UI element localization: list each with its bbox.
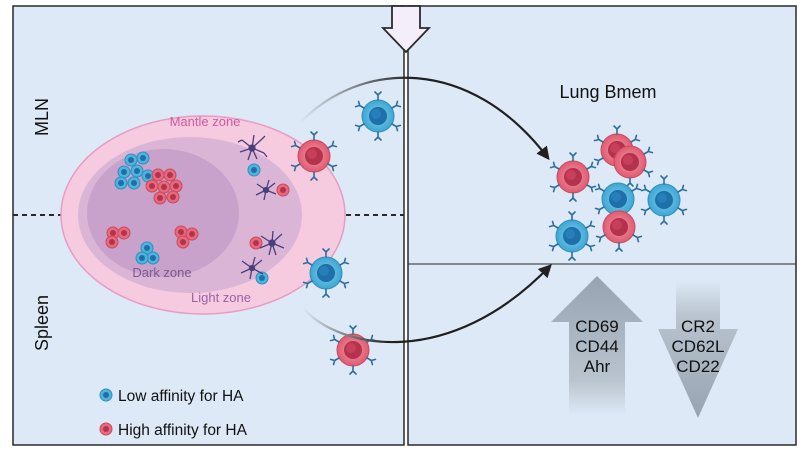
upregulated-arrow-icon bbox=[551, 276, 643, 415]
light-zone-cells bbox=[247, 163, 290, 285]
legend: Low affinity for HA High affinity for HA bbox=[99, 388, 248, 439]
dark-zone-area bbox=[87, 149, 239, 277]
up-marker: Ahr bbox=[584, 357, 611, 376]
down-markers: CR2 CD62L CD22 bbox=[672, 317, 725, 376]
inhalation-arrow-icon bbox=[380, 5, 432, 54]
downregulated-arrow-icon bbox=[658, 281, 738, 418]
label-mantle-zone: Mantle zone bbox=[170, 114, 241, 129]
label-mln: MLN bbox=[32, 98, 52, 136]
migration-arrow-spleen bbox=[302, 264, 552, 344]
gc-blue-cluster-mln bbox=[114, 151, 155, 190]
gc-blue-cluster-spleen bbox=[135, 241, 160, 265]
gc-red-cluster-mln bbox=[145, 168, 183, 205]
down-marker: CD22 bbox=[676, 357, 719, 376]
legend-label-low: Low affinity for HA bbox=[118, 388, 244, 405]
down-marker: CD62L bbox=[672, 337, 725, 356]
up-marker: CD69 bbox=[575, 317, 618, 336]
label-light-zone: Light zone bbox=[191, 290, 251, 305]
gc-red-cluster-spleen-2 bbox=[174, 225, 199, 249]
gc-red-cluster-spleen-1 bbox=[105, 226, 131, 249]
up-markers: CD69 CD44 Ahr bbox=[575, 317, 618, 376]
up-marker: CD44 bbox=[575, 337, 618, 356]
down-marker: CR2 bbox=[681, 317, 715, 336]
label-lung-bmem: Lung Bmem bbox=[559, 82, 656, 102]
fdc-cells-icon bbox=[237, 134, 285, 280]
label-dark-zone: Dark zone bbox=[132, 265, 191, 280]
migration-arrow-mln bbox=[299, 76, 550, 161]
legend-label-high: High affinity for HA bbox=[118, 422, 248, 439]
label-spleen: Spleen bbox=[32, 295, 52, 351]
